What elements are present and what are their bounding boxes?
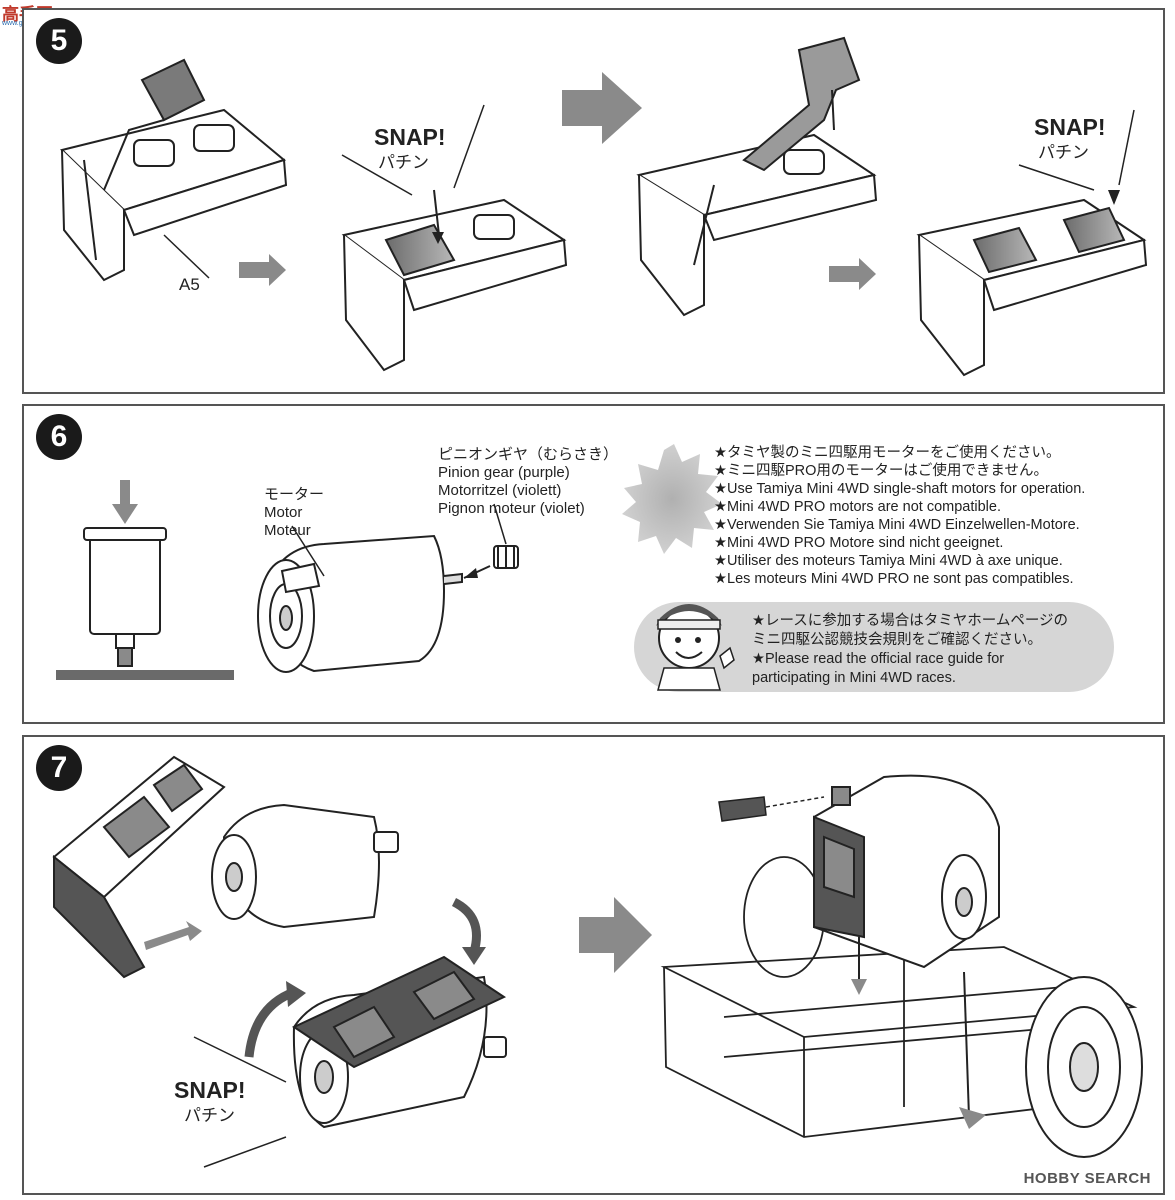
hobby-search-logo: HOBBY SEARCH — [1023, 1170, 1151, 1187]
motor-holder-open — [52, 755, 226, 979]
step-7-panel: 7 — [22, 735, 1165, 1195]
note-line: ★Use Tamiya Mini 4WD single-shaft motors… — [714, 481, 1086, 497]
note-line: ★Mini 4WD PRO motors are not compatible. — [714, 499, 1001, 515]
note-line: ★タミヤ製のミニ四駆用モーターをご使用ください。 — [714, 445, 1061, 461]
motor-holder-a5 — [60, 108, 288, 282]
note-line: ★Mini 4WD PRO Motore sind nicht geeignet… — [714, 535, 1004, 551]
step-arrow-big-1 — [562, 72, 642, 144]
pinion-label-ja: ピニオンギヤ（むらさき） — [438, 446, 619, 463]
step-arrow-2 — [829, 258, 876, 290]
race-guide-text: ★レースに参加する場合はタミヤホームページの ミニ四駆公認競技会規則をご確認くだ… — [752, 612, 1068, 688]
motor-label-en: Motor — [264, 504, 303, 521]
motor-holder-closed — [291, 955, 507, 1129]
race-note-line: ★レースに参加する場合はタミヤホームページの — [752, 613, 1069, 629]
step-5-illustration — [60, 36, 1148, 377]
pinion-label-fr: Pignon moteur (violet) — [438, 500, 585, 517]
part-label-a5: A5 — [179, 275, 200, 294]
step-7-number: 7 — [36, 745, 82, 791]
pinion-label-de: Motorritzel (violett) — [438, 482, 562, 499]
motor-holder-assembly-2 — [341, 198, 568, 372]
motor-assembled — [813, 774, 1000, 969]
step-6-number: 6 — [36, 414, 82, 460]
pinion-press-diagram — [56, 480, 234, 680]
snap-label-2: SNAP! — [1034, 114, 1106, 140]
wheel — [1025, 976, 1143, 1158]
note-line: ★ミニ四駆PRO用のモーターはご使用できません。 — [714, 463, 1048, 479]
race-guide-bubble: ★レースに参加する場合はタミヤホームページの ミニ四駆公認競技会規則をご確認くだ… — [634, 602, 1114, 692]
motor-label-ja: モーター — [264, 486, 325, 503]
note-line: ★Utiliser des moteurs Tamiya Mini 4WD à … — [714, 553, 1063, 569]
grease-applicator — [718, 796, 825, 822]
snap-label-2-ja: パチン — [1038, 143, 1089, 162]
step-5-panel: 5 — [22, 8, 1165, 394]
snap-label-3-ja: パチン — [184, 1106, 235, 1125]
terminal-bar — [742, 36, 861, 172]
motor — [257, 534, 463, 673]
race-note-line: ★Please read the official race guide for — [752, 651, 1005, 667]
motor-holder-assembly-3 — [636, 133, 878, 317]
notice-starburst — [622, 444, 722, 554]
snap-label-1-ja: パチン — [378, 153, 429, 172]
terminal-clip — [103, 58, 206, 191]
motor-holder-assembly-4 — [916, 198, 1148, 377]
step-6-illustration — [56, 444, 722, 680]
note-line: ★Verwenden Sie Tamiya Mini 4WD Einzelwel… — [714, 517, 1080, 533]
pinion-label-en: Pinion gear (purple) — [438, 464, 570, 481]
mascot-icon — [656, 604, 735, 691]
step-arrow-1 — [239, 254, 286, 286]
step-6-panel: 6 — [22, 404, 1165, 724]
race-note-line: ミニ四駆公認競技会規則をご確認ください。 — [752, 632, 1042, 648]
note-line: ★Les moteurs Mini 4WD PRO ne sont pas co… — [714, 571, 1074, 587]
motor-notes: ★タミヤ製のミニ四駆用モーターをご使用ください。 ★ミニ四駆PRO用のモーターは… — [714, 444, 1085, 588]
step-7-illustration — [52, 755, 1143, 1168]
snap-label-3: SNAP! — [174, 1077, 246, 1103]
step-arrow-big-2 — [579, 897, 652, 973]
step-5-number: 5 — [36, 18, 82, 64]
motor-label-fr: Moteur — [264, 522, 311, 539]
race-note-line: participating in Mini 4WD races. — [752, 670, 956, 686]
snap-label-1: SNAP! — [374, 124, 446, 150]
motor-loose — [211, 803, 399, 929]
pinion-gear — [493, 545, 519, 569]
